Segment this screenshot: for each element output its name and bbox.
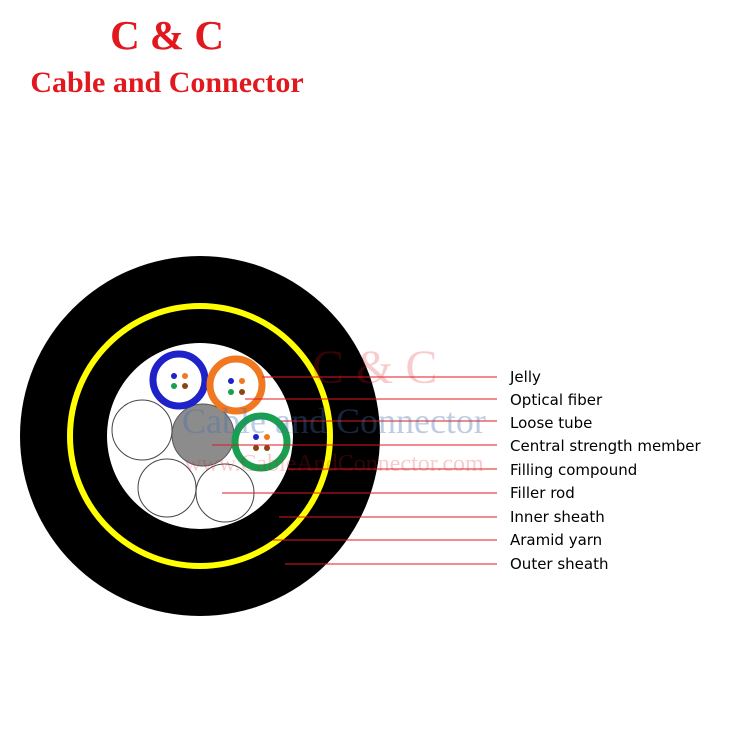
loose-tube-green — [231, 412, 291, 472]
optical-fiber — [253, 445, 259, 451]
brand-name: Cable and Connector — [30, 66, 304, 99]
label-filler-rod: Filler rod — [510, 484, 575, 502]
filler-rod-bottom-left — [137, 458, 197, 518]
optical-fiber — [182, 383, 188, 389]
aramid-yarn-ring — [67, 303, 333, 569]
label-aramid-yarn: Aramid yarn — [510, 531, 603, 549]
optical-fiber — [182, 373, 188, 379]
loose-tube-blue — [149, 350, 209, 410]
label-outer-sheath: Outer sheath — [510, 555, 609, 573]
brand-header: C & C Cable and Connector — [0, 8, 334, 100]
filler-rod-left — [111, 399, 173, 461]
optical-fiber — [171, 383, 177, 389]
label-optical-fiber: Optical fiber — [510, 391, 603, 409]
label-central-strength-member: Central strength member — [510, 437, 701, 455]
optical-fiber — [239, 378, 245, 384]
optical-fiber — [253, 434, 259, 440]
label-filling-compound: Filling compound — [510, 461, 638, 479]
optical-fiber — [228, 378, 234, 384]
label-inner-sheath: Inner sheath — [510, 508, 605, 526]
central-strength-member — [171, 403, 235, 467]
loose-tube-orange — [206, 355, 266, 415]
optical-fiber — [239, 389, 245, 395]
leader-lines — [212, 376, 497, 565]
optical-fiber — [228, 389, 234, 395]
brand-logo: C & C — [110, 12, 224, 58]
loose-tube-orange-ring — [206, 355, 266, 415]
optical-fiber — [264, 434, 270, 440]
optical-fiber — [171, 373, 177, 379]
loose-tube-blue-ring — [149, 350, 209, 410]
optical-fiber — [264, 445, 270, 451]
label-loose-tube: Loose tube — [510, 414, 593, 432]
loose-tube-green-ring — [231, 412, 291, 472]
label-jelly: Jelly — [510, 368, 541, 386]
